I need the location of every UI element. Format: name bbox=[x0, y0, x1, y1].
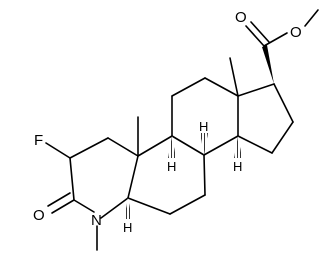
ester-oxygen-single-label: O bbox=[290, 24, 302, 41]
fluorine-label: F bbox=[34, 132, 43, 149]
wedge-bond bbox=[262, 45, 274, 84]
hash-bond-c14 bbox=[234, 136, 242, 158]
h-c5-label: H bbox=[123, 220, 132, 235]
carbonyl-oxygen-label: O bbox=[33, 207, 45, 224]
h-c14-label: H bbox=[233, 159, 242, 174]
ring-c-bonds bbox=[171, 57, 239, 156]
ring-a-bonds bbox=[45, 137, 139, 251]
hash-bond-c9 bbox=[168, 136, 176, 158]
ring-d-bonds bbox=[237, 83, 294, 154]
ring-nitrogen-label: N bbox=[91, 212, 102, 229]
ester-oxygen-double-label: O bbox=[235, 9, 247, 26]
h-c8-label: H bbox=[199, 119, 208, 134]
stereo-h-bonds bbox=[124, 133, 242, 219]
h-c9-label: H bbox=[167, 159, 176, 174]
hash-bond-c8 bbox=[200, 133, 208, 155]
ester-bonds bbox=[245, 9, 319, 84]
ring-b-bonds bbox=[127, 116, 206, 215]
hash-bond-c5 bbox=[124, 198, 132, 219]
